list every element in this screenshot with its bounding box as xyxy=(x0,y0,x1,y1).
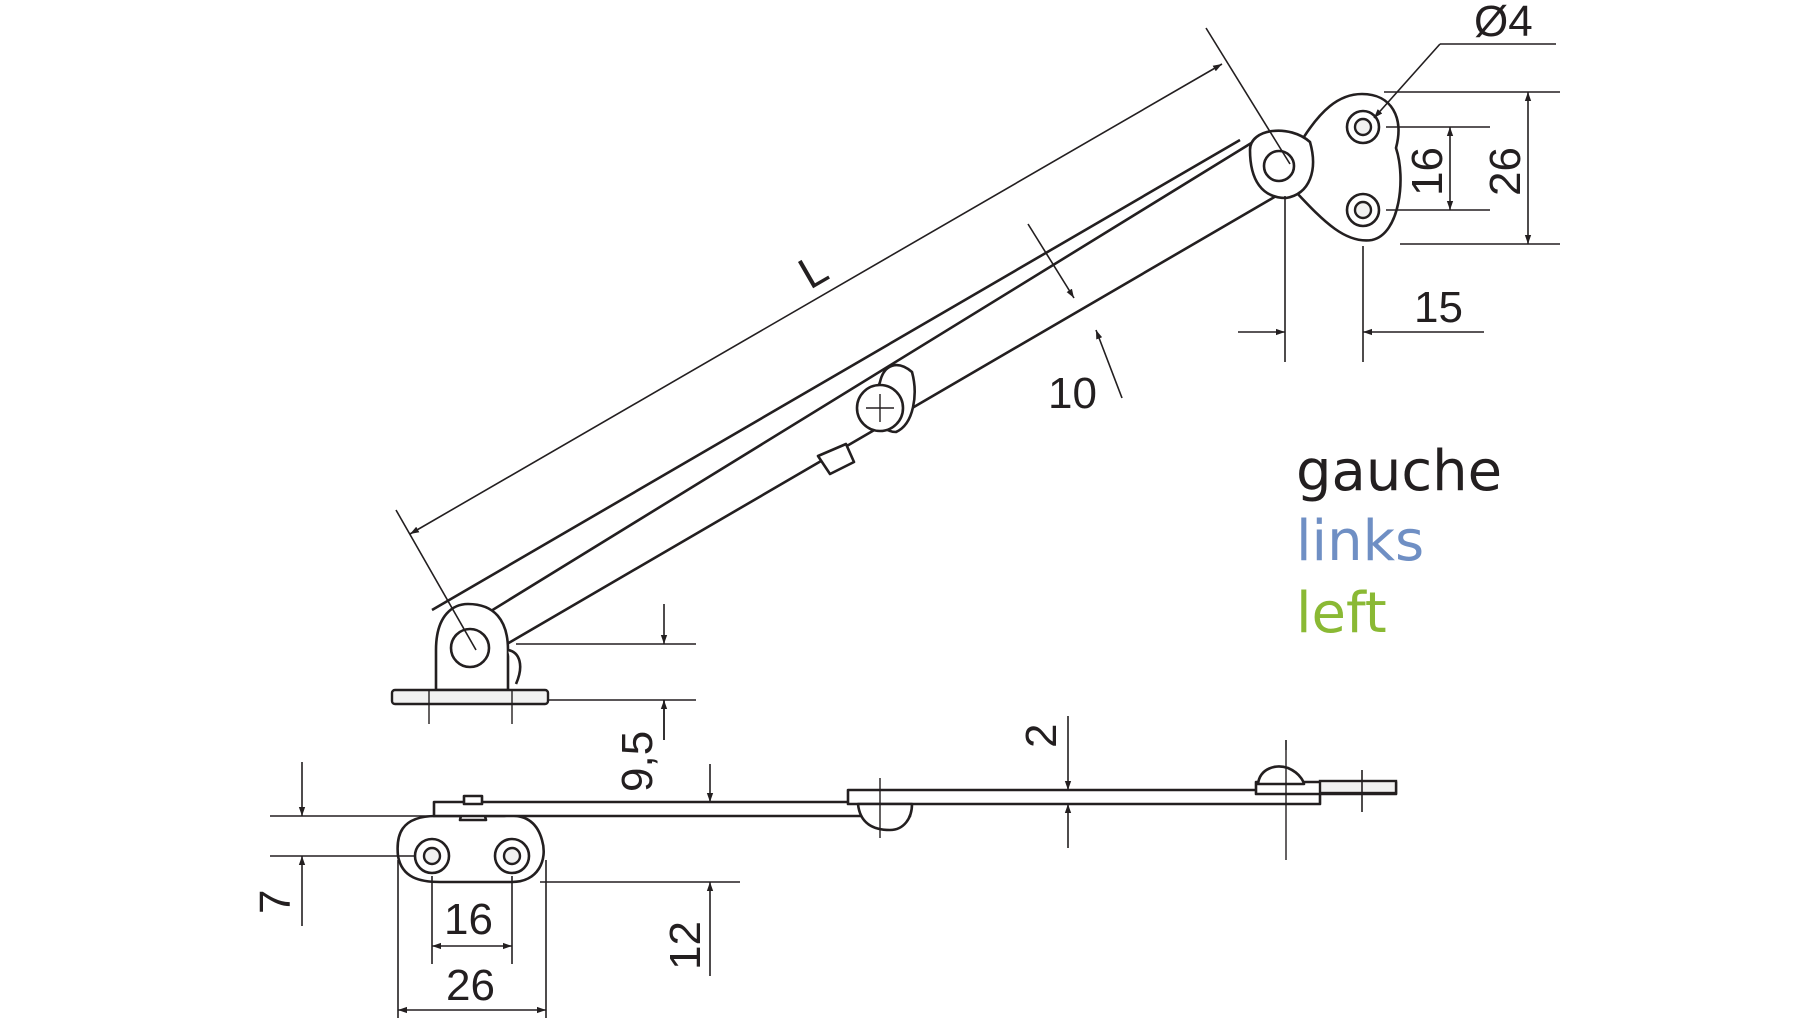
dimension-lines xyxy=(270,27,1560,1018)
legend-text-links: links xyxy=(1296,509,1424,574)
side-view-arm xyxy=(396,740,1398,884)
orientation-legend: gauche links left xyxy=(1296,439,1502,646)
dim-plate-depth-label: 12 xyxy=(661,921,710,970)
diagonal-stay-arm xyxy=(390,92,1402,724)
dim-plate-width-bottom-label: 26 xyxy=(446,961,495,1010)
dim-hole-spacing-bottom-label: 16 xyxy=(444,895,493,944)
dim-pivot-height-label: 9,5 xyxy=(613,731,662,792)
dim-pivot-offset-right-label: 15 xyxy=(1414,283,1463,332)
dim-hole-diameter-label: Ø4 xyxy=(1474,0,1533,46)
dim-arm-thickness-label: 2 xyxy=(1017,724,1066,748)
legend-text-left: left xyxy=(1296,581,1387,646)
dim-hole-spacing-right-label: 16 xyxy=(1403,147,1452,196)
legend-text-gauche: gauche xyxy=(1296,439,1502,504)
dim-arm-width-label: 10 xyxy=(1048,369,1097,418)
dim-plate-height-right-label: 26 xyxy=(1481,147,1530,196)
dim-plate-offset-label: 7 xyxy=(251,890,300,914)
